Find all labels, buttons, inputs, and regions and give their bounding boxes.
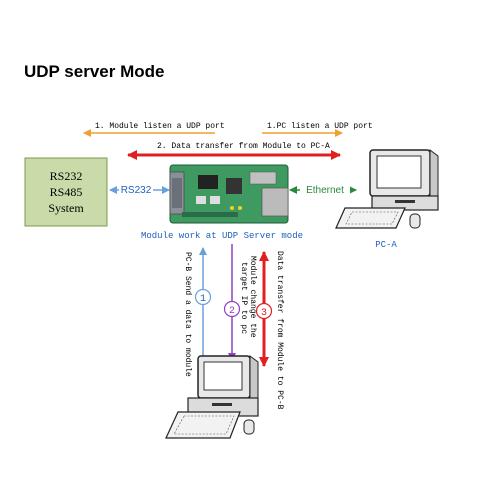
system-box	[24, 157, 108, 227]
ethernet-link-label: Ethernet	[306, 185, 344, 196]
rs232-link-label: RS232	[121, 185, 152, 196]
module-caption: Module work at UDP Server mode	[141, 231, 303, 241]
system-box-line-2: RS485	[50, 185, 83, 199]
transfer-pc-b-label: Data transfer from Module to PC-B	[275, 251, 284, 410]
step-number-3: 3	[261, 308, 267, 319]
computer-icon	[165, 355, 259, 439]
ethernet-link-label-bg	[300, 182, 350, 196]
step-circle-1	[194, 288, 212, 306]
module-change-label-2: target IP to pc	[239, 262, 248, 334]
step2-label: 2. Data transfer from Module to PC-A	[157, 142, 330, 151]
pc-b-send-label: PC-B Send a data to module	[183, 252, 192, 377]
computer-icon	[335, 149, 439, 229]
module-board-icon	[169, 164, 289, 224]
step-circle-2	[223, 300, 241, 318]
page-title: UDP server Mode	[24, 62, 165, 81]
step-number-2: 2	[229, 306, 235, 317]
pc-a-label: PC-A	[375, 240, 397, 250]
step1-module-label: 1. Module listen a UDP port	[95, 122, 225, 131]
step-number-1: 1	[200, 294, 206, 305]
step1-pc-label: 1.PC listen a UDP port	[267, 122, 373, 131]
system-box-line-1: RS232	[50, 169, 83, 183]
step-circle-3	[255, 302, 273, 320]
system-box-line-3: System	[48, 201, 84, 215]
module-change-label-1: Module change the	[248, 256, 257, 338]
rs232-link-label-bg	[119, 182, 153, 196]
